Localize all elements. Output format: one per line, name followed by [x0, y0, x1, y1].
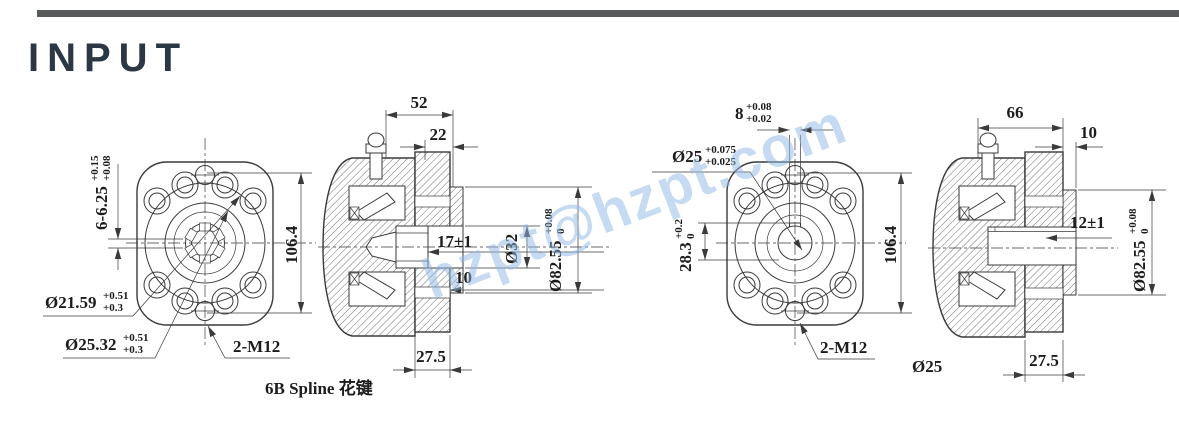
label-right-thread-holes: 2-M12 — [799, 322, 875, 360]
dim-22-value: 22 — [430, 125, 447, 144]
dim-flange-27: 27.5 — [1003, 340, 1085, 382]
dim-bore-32: Ø32 — [465, 225, 540, 269]
dim-left-flange-height-value: 106.4 — [282, 225, 301, 264]
keyway — [789, 135, 801, 227]
spline-major-value: Ø25.32 — [65, 335, 116, 354]
dim-bolt-holes-tol-lower: +0.08 — [101, 155, 113, 181]
label-left-thread-holes: 2-M12 — [207, 325, 290, 359]
dim-key-width: 8 +0.08 +0.02 — [735, 101, 833, 134]
label-bore-25: Ø25 +0.075 +0.025 — [652, 144, 803, 251]
dim-flange-27: 27.5 — [393, 335, 472, 378]
dim-66: 66 — [977, 103, 1064, 158]
dim-pilot-82-tol-lower: 0 — [555, 228, 567, 234]
dim-key-length: 12±1 — [1046, 213, 1112, 242]
dim-step-10-value: 10 — [1080, 123, 1097, 142]
dim-flange-27-value: 27.5 — [1029, 351, 1059, 370]
left-flange-view: 6-6.25 +0.15 +0.08 106.4 Ø21.59 +0.51 — [43, 138, 373, 398]
label-spline-major: Ø25.32 +0.51 +0.3 — [63, 210, 229, 359]
dim-key-width-tol-lower: +0.02 — [746, 113, 772, 125]
dim-pilot-82-value: Ø82.55 — [1130, 241, 1149, 292]
dim-bolt-holes-tol-upper: +0.15 — [89, 155, 101, 181]
right-section-view: 66 10 12±1 Ø82.55 +0.08 0 — [928, 103, 1166, 382]
top-divider-bar — [37, 10, 1179, 17]
left-thread-holes-value: 2-M12 — [233, 337, 280, 356]
dim-flange-27-value: 27.5 — [416, 347, 446, 366]
dim-52-value: 52 — [411, 93, 428, 112]
dim-pilot-82-tol-lower: 0 — [1139, 228, 1151, 234]
left-section-view: 52 22 17±1 10 Ø32 — [318, 93, 610, 378]
spline-minor-value: Ø21.59 — [45, 293, 96, 312]
dim-key-length-value: 12±1 — [1070, 213, 1105, 232]
dim-step-10: 10 — [1035, 123, 1103, 188]
dim-keyway-depth-tol-lower: 0 — [685, 233, 697, 239]
dim-spline-depth-value: 17±1 — [437, 232, 472, 251]
right-flange-view: 8 +0.08 +0.02 Ø25 +0.075 +0.025 — [652, 101, 942, 376]
dim-pilot-82-value: Ø82.55 — [546, 241, 565, 292]
bearing-bottom — [348, 271, 406, 307]
bearing-bottom — [958, 271, 1016, 307]
dim-pilot-82: Ø82.55 +0.08 0 — [1078, 189, 1166, 296]
dim-step-10-value: 10 — [455, 268, 472, 287]
spline-major-tol-lower: +0.3 — [123, 344, 144, 356]
spline-minor-tol-upper: +0.51 — [103, 290, 129, 302]
dim-right-flange-height-value: 106.4 — [881, 225, 900, 264]
bore-25-value: Ø25 — [672, 147, 702, 166]
dim-bolt-holes: 6-6.25 +0.15 +0.08 — [89, 155, 183, 270]
dim-pilot-82-tol-upper: +0.08 — [1127, 208, 1139, 234]
dim-pilot-82-tol-upper: +0.08 — [543, 208, 555, 234]
stud-bolt — [365, 132, 387, 180]
bolt-holes — [143, 171, 267, 315]
dim-bolt-holes-value: 6-6.25 — [92, 186, 111, 230]
bore-25-tol-upper: +0.075 — [705, 144, 737, 156]
right-thread-holes-value: 2-M12 — [820, 338, 867, 357]
keyed-bore-section — [987, 226, 1077, 266]
dim-left-flange-height: 106.4 — [207, 172, 312, 314]
stud-bolt — [977, 132, 999, 180]
bore-25-tol-lower: +0.025 — [705, 156, 737, 168]
bearing-top — [958, 185, 1016, 221]
dim-keyway-depth-tol-upper: +0.2 — [673, 218, 685, 239]
dim-right-flange-height: 106.4 — [797, 172, 912, 314]
dim-22: 22 — [400, 125, 478, 160]
dim-keyway-depth-value: 28.3 — [676, 242, 695, 272]
spline-minor-tol-lower: +0.3 — [103, 302, 124, 314]
dim-keyway-depth: 28.3 +0.2 0 — [673, 218, 791, 272]
dim-66-value: 66 — [1007, 103, 1024, 122]
shaft-dia-label: Ø25 — [912, 357, 942, 376]
dim-key-width-value: 8 — [735, 104, 744, 123]
dim-bore-32-value: Ø32 — [502, 234, 521, 264]
spline-note: 6B Spline 花键 — [265, 378, 373, 398]
dim-pilot-82: Ø82.55 +0.08 0 — [465, 186, 592, 294]
dim-key-width-tol-upper: +0.08 — [746, 101, 772, 113]
spline-major-tol-upper: +0.51 — [123, 332, 149, 344]
bearing-top — [348, 185, 406, 221]
page-title: INPUT — [28, 36, 188, 80]
bolt-holes — [733, 171, 857, 315]
dim-spline-depth: 17±1 — [428, 232, 604, 256]
